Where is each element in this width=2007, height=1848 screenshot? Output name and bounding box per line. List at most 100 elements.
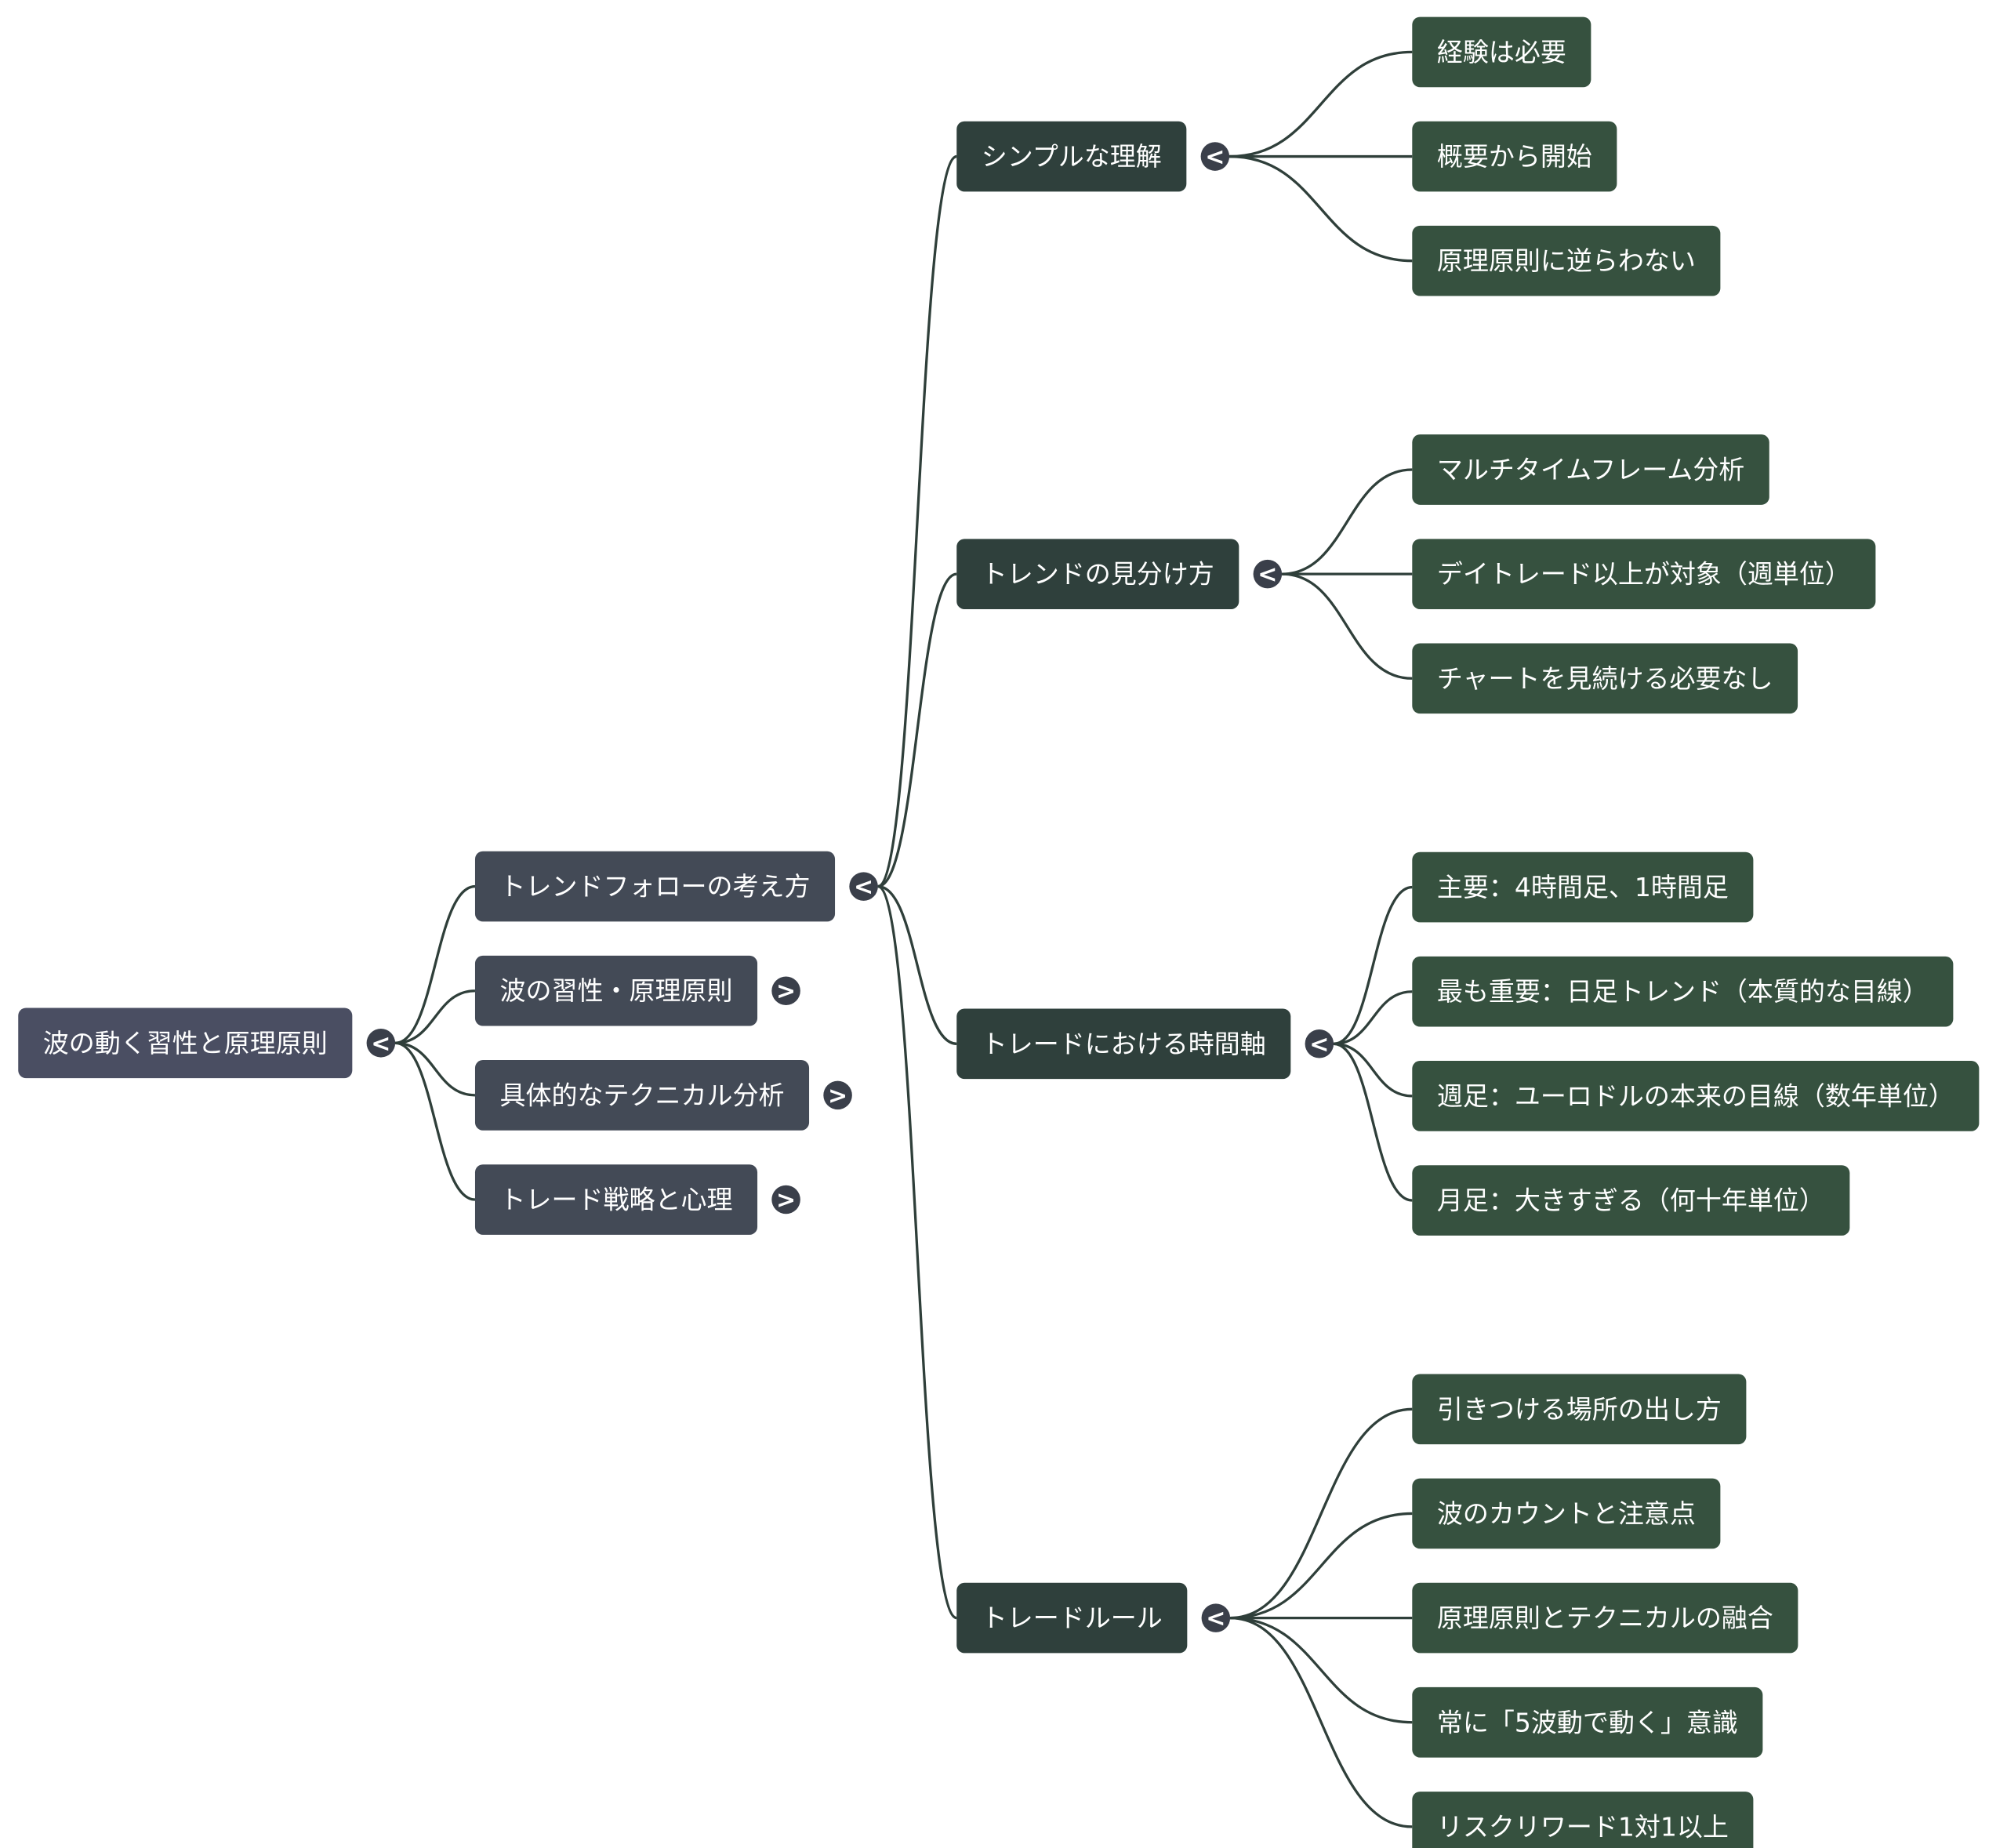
leaf-node-3-0-box — [1412, 1374, 1747, 1445]
leaf-node-3-4-box — [1412, 1792, 1754, 1848]
branch-toggle-0-glyph: < — [854, 873, 873, 901]
leaf-node-3-4-label: リスクリワード1対1以上 — [1437, 1811, 1729, 1842]
leaf-node-2-3[interactable]: 月足：大きすぎる（何十年単位） — [1412, 1165, 1850, 1236]
leaf-node-0-2[interactable]: 原理原則に逆らわない — [1412, 225, 1721, 296]
leaf-node-2-2-box — [1412, 1061, 1980, 1131]
leaf-node-3-3-label: 常に「5波動で動く」意識 — [1437, 1707, 1738, 1737]
leaf-node-3-3[interactable]: 常に「5波動で動く」意識 — [1412, 1686, 1763, 1758]
nodes-layer: 波の動く習性と原理原則 < トレンドフォローの考え方 < シンプルな理解 < 経験は必要概要… — [18, 16, 1980, 1848]
edge-root-branch-1 — [395, 989, 475, 1044]
leaf-node-1-2-box — [1412, 643, 1798, 714]
branch-toggle-0[interactable]: < — [849, 872, 878, 901]
collapse-icon — [849, 872, 878, 901]
edge-sub-leaf-3-1 — [1230, 1512, 1413, 1620]
branch-node-0-label: トレンドフォローの考え方 — [500, 871, 811, 902]
branch-node-2[interactable]: 具体的なテクニカル分析 — [474, 1060, 810, 1131]
subtopic-toggle-3-glyph: < — [1206, 1605, 1225, 1632]
edge-sub-leaf-3-4 — [1230, 1616, 1413, 1828]
edge-branch-sub-3 — [877, 884, 957, 1620]
branch-node-1-box — [474, 955, 758, 1026]
branch-node-3[interactable]: トレード戦略と心理 — [474, 1164, 758, 1235]
leaf-node-2-1-box — [1412, 956, 1954, 1027]
edge-branch-sub-0 — [877, 154, 957, 888]
branch-node-0-box — [474, 851, 836, 922]
collapse-icon — [1200, 142, 1230, 171]
subtopic-toggle-2[interactable]: < — [1305, 1029, 1334, 1058]
leaf-node-3-2[interactable]: 原理原則とテクニカルの融合 — [1412, 1582, 1798, 1654]
branch-node-3-box — [474, 1164, 758, 1235]
edge-branch-sub-1 — [877, 572, 957, 888]
subtopic-toggle-2-glyph: < — [1309, 1031, 1329, 1058]
edge-sub-leaf-2-3 — [1333, 1042, 1413, 1202]
root-node-box — [18, 1008, 353, 1079]
branch-toggle-1[interactable]: > — [771, 976, 800, 1005]
edge-sub-leaf-2-2 — [1334, 1042, 1413, 1098]
leaf-node-2-0[interactable]: 主要：4時間足、1時間足 — [1412, 851, 1754, 923]
branch-node-2-box — [474, 1060, 810, 1131]
leaf-node-1-1-label: デイトレード以上が対象（週単位） — [1437, 559, 1851, 590]
branch-toggle-3[interactable]: > — [771, 1185, 800, 1214]
leaf-node-2-3-label: 月足：大きすぎる（何十年単位） — [1437, 1185, 1825, 1216]
collapse-icon — [1305, 1029, 1334, 1058]
subtopic-node-0-label: シンプルな理解 — [982, 141, 1162, 172]
leaf-node-1-2[interactable]: チャートを見続ける必要なし — [1412, 643, 1798, 714]
leaf-node-3-2-box — [1412, 1582, 1798, 1654]
leaf-node-3-1-box — [1412, 1478, 1721, 1549]
leaf-node-1-1-box — [1412, 539, 1876, 609]
subtopic-node-3-label: トレードルール — [982, 1603, 1163, 1633]
leaf-node-2-2-label: 週足：ユーロドルの本来の目線（数年単位） — [1437, 1080, 1954, 1111]
subtopic-node-1-label: トレンドの見分け方 — [982, 559, 1214, 590]
root-node[interactable]: 波の動く習性と原理原則 — [18, 1008, 353, 1079]
subtopic-node-0-box — [956, 121, 1187, 192]
subtopic-node-0[interactable]: シンプルな理解 — [956, 121, 1187, 192]
edge-root-branch-2 — [395, 1041, 475, 1097]
subtopic-toggle-0[interactable]: < — [1200, 142, 1230, 171]
leaf-node-0-0[interactable]: 経験は必要 — [1412, 16, 1591, 88]
root-toggle[interactable]: < — [366, 1029, 396, 1058]
subtopic-node-2-label: トレードにおける時間軸 — [982, 1029, 1266, 1059]
branch-toggle-2[interactable]: > — [823, 1080, 852, 1110]
leaf-node-1-0-label: マルチタイムフレーム分析 — [1437, 454, 1744, 485]
edge-branch-sub-2 — [877, 884, 957, 1045]
branch-toggle-1-glyph: > — [776, 978, 796, 1005]
leaf-node-0-0-box — [1412, 16, 1591, 88]
leaf-node-2-3-box — [1412, 1165, 1850, 1236]
leaf-node-0-2-label: 原理原則に逆らわない — [1437, 245, 1696, 276]
subtopic-toggle-0-glyph: < — [1205, 143, 1225, 171]
edge-sub-leaf-1-0 — [1282, 468, 1413, 575]
subtopic-node-3-box — [956, 1582, 1188, 1654]
leaf-node-2-1[interactable]: 最も重要：日足トレンド（本質的な目線） — [1412, 956, 1954, 1027]
edges-layer — [394, 50, 1413, 1828]
leaf-node-1-1[interactable]: デイトレード以上が対象（週単位） — [1412, 539, 1876, 609]
subtopic-node-1[interactable]: トレンドの見分け方 — [956, 539, 1239, 609]
branch-toggle-3-glyph: > — [776, 1187, 796, 1214]
edge-sub-leaf-0-2 — [1229, 154, 1413, 263]
subtopic-node-2[interactable]: トレードにおける時間軸 — [956, 1008, 1291, 1080]
branch-node-1-label: 波の習性・原理原則 — [500, 975, 733, 1006]
root-node-label: 波の動く習性と原理原則 — [43, 1028, 328, 1058]
leaf-node-0-1-label: 概要から開始 — [1437, 141, 1592, 172]
collapse-icon — [366, 1029, 396, 1058]
leaf-node-2-2[interactable]: 週足：ユーロドルの本来の目線（数年単位） — [1412, 1061, 1980, 1131]
edge-sub-leaf-2-1 — [1334, 990, 1413, 1045]
branch-toggle-2-glyph: > — [828, 1082, 847, 1109]
edge-sub-leaf-1-2 — [1282, 572, 1413, 680]
subtopic-toggle-1[interactable]: < — [1253, 559, 1283, 589]
expand-icon — [771, 976, 800, 1005]
leaf-node-0-2-box — [1412, 225, 1721, 296]
subtopic-node-2-box — [956, 1008, 1291, 1080]
leaf-node-3-4[interactable]: リスクリワード1対1以上 — [1412, 1792, 1754, 1848]
expand-icon — [823, 1080, 852, 1110]
collapse-icon — [1201, 1603, 1231, 1632]
leaf-node-1-0[interactable]: マルチタイムフレーム分析 — [1412, 434, 1769, 505]
branch-node-0[interactable]: トレンドフォローの考え方 — [474, 851, 836, 922]
subtopic-toggle-3[interactable]: < — [1201, 1603, 1231, 1632]
leaf-node-2-0-label: 主要：4時間足、1時間足 — [1437, 872, 1729, 902]
leaf-node-0-1[interactable]: 概要から開始 — [1412, 121, 1617, 192]
edge-sub-leaf-0-0 — [1229, 50, 1413, 158]
leaf-node-0-0-label: 経験は必要 — [1437, 37, 1566, 67]
leaf-node-3-1[interactable]: 波のカウントと注意点 — [1412, 1478, 1721, 1549]
leaf-node-3-0[interactable]: 引きつける場所の出し方 — [1412, 1374, 1747, 1445]
branch-node-1[interactable]: 波の習性・原理原則 — [474, 955, 758, 1026]
subtopic-node-3[interactable]: トレードルール — [956, 1582, 1188, 1654]
